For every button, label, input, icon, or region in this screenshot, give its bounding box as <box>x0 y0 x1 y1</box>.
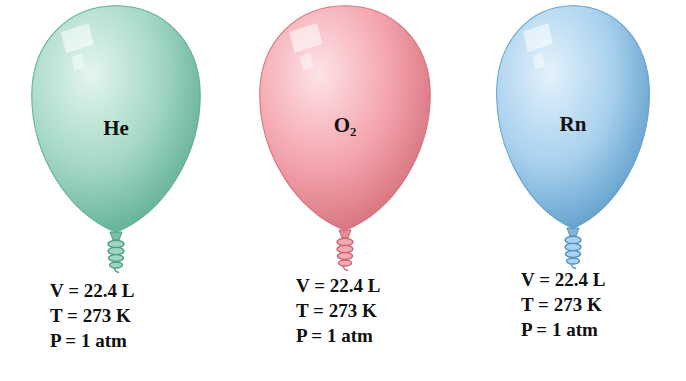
gas-formula: O₂ <box>334 112 357 137</box>
gas-formula: He <box>103 116 129 141</box>
condition-text: V = 22.4 L <box>50 280 134 301</box>
condition-text: P = 1 atm <box>296 325 373 346</box>
gas-balloon: O₂ <box>258 4 432 232</box>
gas-balloon: Rn <box>495 4 651 230</box>
gas-condition: V = 22.4 L <box>521 269 605 291</box>
balloon-knot <box>565 228 581 268</box>
gas-condition: P = 1 atm <box>296 325 373 347</box>
gas-condition: P = 1 atm <box>521 319 598 341</box>
condition-text: T = 273 K <box>521 294 602 315</box>
gas-condition: T = 273 K <box>50 305 131 327</box>
balloon-knot <box>337 230 353 270</box>
condition-text: T = 273 K <box>50 305 131 326</box>
gas-condition: P = 1 atm <box>50 330 127 352</box>
condition-text: T = 273 K <box>296 300 377 321</box>
gas-balloon: He <box>30 4 202 234</box>
condition-text: P = 1 atm <box>521 319 598 340</box>
gas-condition: T = 273 K <box>296 300 377 322</box>
gas-condition: V = 22.4 L <box>296 275 380 297</box>
gas-formula: Rn <box>560 111 587 136</box>
condition-text: V = 22.4 L <box>521 269 605 290</box>
gas-condition: T = 273 K <box>521 294 602 316</box>
condition-text: V = 22.4 L <box>296 275 380 296</box>
gas-condition: V = 22.4 L <box>50 280 134 302</box>
condition-text: P = 1 atm <box>50 330 127 351</box>
balloon-knot <box>108 232 124 272</box>
